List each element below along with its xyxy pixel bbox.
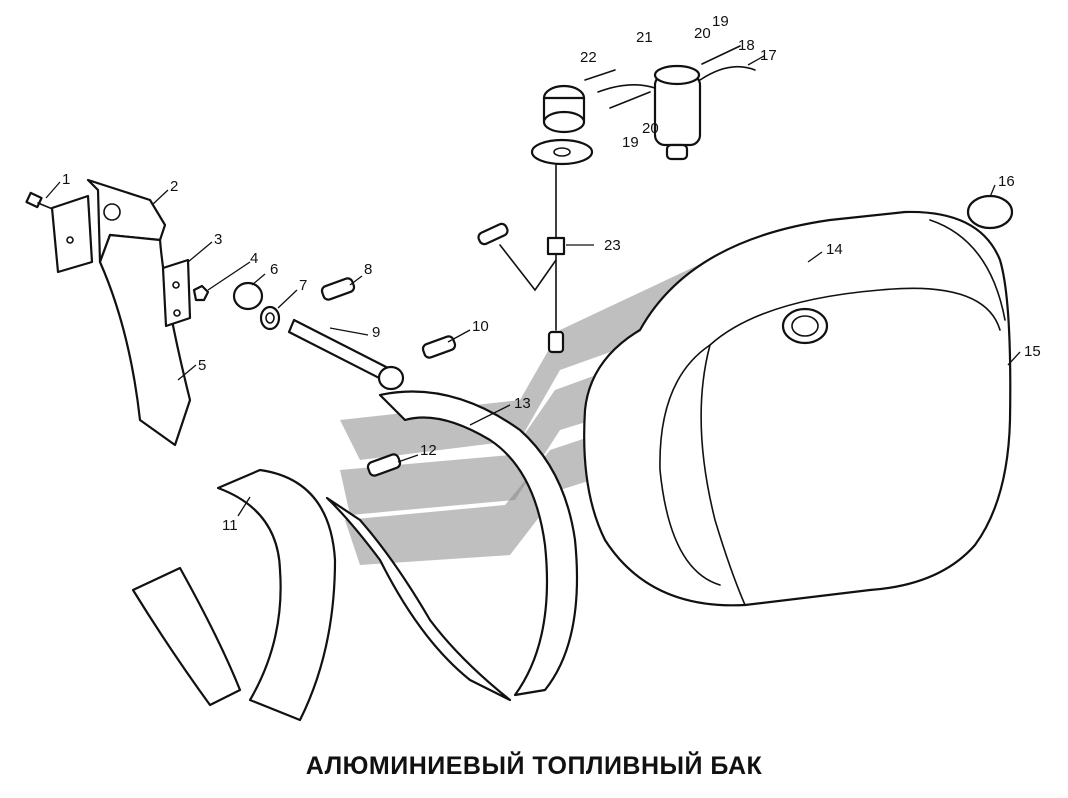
part-bolts-19-20	[584, 45, 741, 109]
callout-17: 17	[760, 47, 777, 64]
callout-8: 8	[364, 261, 372, 278]
part-strap-13	[325, 390, 579, 702]
callout-20: 20	[694, 25, 711, 42]
part-sleeve-12	[366, 453, 402, 477]
part-nut-6	[232, 281, 264, 311]
callout-12: 12	[420, 442, 437, 459]
callout-4: 4	[250, 250, 258, 267]
callout-23: 23	[604, 237, 621, 254]
part-tank-15	[583, 210, 1012, 607]
callout-3: 3	[214, 231, 222, 248]
callout-19: 19	[712, 13, 729, 30]
callout-21: 21	[636, 29, 653, 46]
part-sleeve-10	[421, 335, 457, 359]
part-filter-assembly-21	[597, 64, 756, 161]
callout-20-lower: 20	[642, 120, 659, 137]
callout-13: 13	[514, 395, 531, 412]
callout-7: 7	[299, 277, 307, 294]
diagram-title: АЛЮМИНИЕВЫЙ ТОПЛИВНЫЙ БАК	[305, 752, 763, 780]
leader-lines	[45, 55, 1021, 517]
part-nut-4	[192, 284, 210, 302]
callout-1: 1	[62, 171, 70, 188]
callout-14: 14	[826, 241, 843, 258]
callout-16: 16	[998, 173, 1015, 190]
part-strap-11	[131, 468, 337, 722]
part-sleeve-8	[320, 277, 356, 301]
callout-10: 10	[472, 318, 489, 335]
part-rod-9	[287, 318, 405, 391]
part-plate-3	[161, 258, 192, 328]
part-cap-16	[966, 194, 1014, 230]
callout-11: 11	[222, 517, 238, 534]
part-bolt-1	[25, 191, 56, 211]
callout-22: 22	[580, 49, 597, 66]
callout-2: 2	[170, 178, 178, 195]
callout-15: 15	[1024, 343, 1041, 360]
part-washer-7	[259, 305, 281, 331]
part-float-housing-22	[530, 84, 594, 166]
part-level-sensor-23	[477, 164, 566, 354]
callout-18: 18	[738, 37, 755, 54]
callout-19-lower: 19	[622, 134, 639, 151]
callout-9: 9	[372, 324, 380, 341]
callout-6: 6	[270, 261, 278, 278]
callout-5: 5	[198, 357, 206, 374]
part-bracket-2	[50, 178, 192, 447]
